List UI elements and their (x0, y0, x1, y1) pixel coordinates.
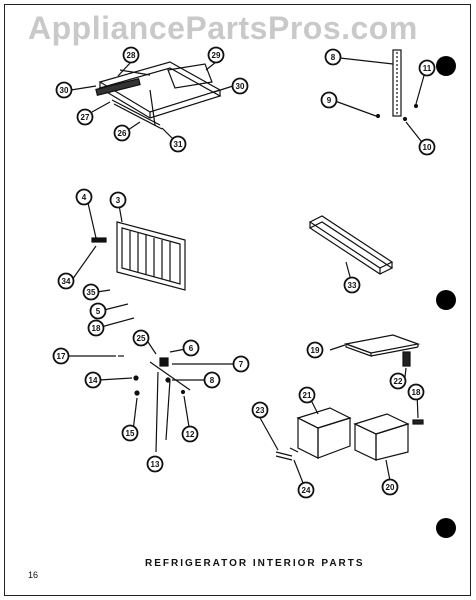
drawer-left (296, 407, 352, 459)
callout-number: 19 (311, 346, 320, 355)
callout-balloon (297, 481, 315, 499)
watermark: AppliancePartsPros.com (28, 10, 418, 46)
callout-balloon (169, 135, 187, 153)
callout-number: 31 (174, 140, 183, 149)
callout-number: 10 (423, 143, 432, 152)
callout-number: 30 (236, 82, 245, 91)
callout-balloon (121, 424, 139, 442)
callout-balloon (324, 48, 342, 66)
callout-number: 27 (81, 113, 90, 122)
callout-number: 4 (82, 193, 87, 202)
callout-balloon (320, 91, 338, 109)
callout-number: 34 (62, 277, 71, 286)
drawer-right (353, 413, 410, 461)
callout-balloon (232, 355, 250, 373)
callout-balloon (122, 46, 140, 64)
callout-number: 25 (137, 334, 146, 343)
callout-number: 11 (423, 64, 432, 73)
callout-number: 14 (89, 376, 98, 385)
callout-balloon (146, 455, 164, 473)
callout-balloon (75, 188, 93, 206)
channel-bar (308, 215, 394, 275)
callout-number: 5 (96, 307, 101, 316)
callout-balloon (306, 341, 324, 359)
vertical-rail (375, 49, 419, 122)
callout-number: 33 (348, 281, 357, 290)
callout-balloon (52, 347, 70, 365)
callout-balloon (57, 272, 75, 290)
callout-number: 24 (302, 486, 311, 495)
callout-balloon (76, 108, 94, 126)
filled-bullet-icon (436, 56, 456, 76)
callout-balloon (113, 124, 131, 142)
callout-number: 15 (126, 429, 135, 438)
callout-balloon (389, 372, 407, 390)
callout-balloon (207, 46, 225, 64)
callout-balloon (89, 302, 107, 320)
page-title: REFRIGERATOR INTERIOR PARTS (145, 558, 365, 569)
filled-bullet-icon (436, 518, 456, 538)
callout-balloon (55, 81, 73, 99)
callout-number: 17 (57, 352, 66, 361)
callout-balloon (343, 276, 361, 294)
callout-balloon (109, 191, 127, 209)
callout-number: 9 (327, 96, 332, 105)
callout-number: 13 (151, 460, 160, 469)
callout-number: 30 (60, 86, 69, 95)
callout-balloon (231, 77, 249, 95)
callout-balloon (132, 329, 150, 347)
callout-balloon (381, 478, 399, 496)
callout-number: 3 (116, 196, 121, 205)
callout-balloon (182, 339, 200, 357)
callout-number: 29 (212, 51, 221, 60)
callout-balloon (181, 425, 199, 443)
callout-number: 26 (118, 129, 127, 138)
callout-number: 7 (239, 360, 244, 369)
callout-number: 35 (87, 288, 96, 297)
callout-number: 18 (92, 324, 101, 333)
callout-balloon (251, 401, 269, 419)
callout-number: 22 (394, 377, 403, 386)
callout-balloon (84, 371, 102, 389)
callout-number: 6 (189, 344, 194, 353)
callout-number: 12 (186, 430, 195, 439)
callout-number: 28 (127, 51, 136, 60)
callout-balloon (82, 283, 100, 301)
callout-number: 18 (412, 388, 421, 397)
callout-balloon (407, 383, 425, 401)
spring (402, 351, 424, 425)
callout-balloon (203, 371, 221, 389)
hinge-hardware (118, 355, 191, 453)
callout-number: 8 (210, 376, 215, 385)
callout-number: 8 (331, 53, 336, 62)
callout-number: 21 (303, 391, 312, 400)
filled-bullet-icon (436, 290, 456, 310)
callout-balloon (298, 386, 316, 404)
callout-balloon (418, 59, 436, 77)
crisper-cover (343, 334, 421, 357)
shelf-assembly (95, 61, 222, 130)
page-number: 16 (28, 570, 39, 580)
callout-number: 23 (256, 406, 265, 415)
callout-number: 20 (386, 483, 395, 492)
callout-balloon (418, 138, 436, 156)
wire-rack (91, 221, 186, 291)
callout-balloon (87, 319, 105, 337)
drawer-rail (275, 447, 299, 461)
page-border (4, 4, 471, 596)
